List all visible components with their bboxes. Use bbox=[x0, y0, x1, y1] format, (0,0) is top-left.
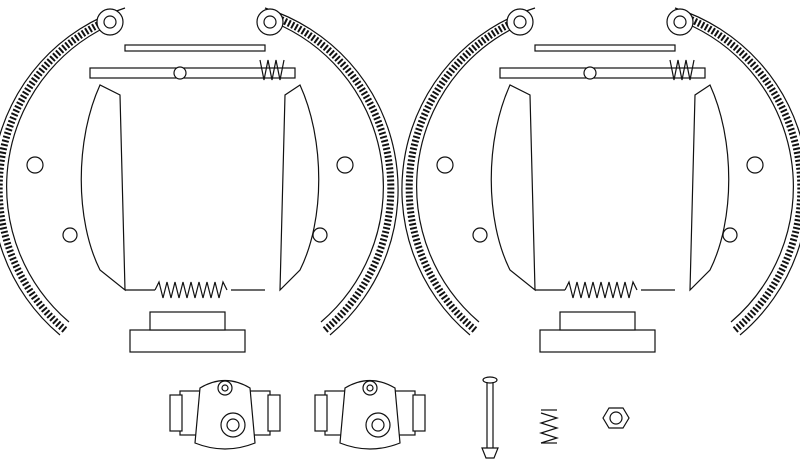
hold-down-spring bbox=[538, 409, 560, 444]
left-brake-shoe-assembly bbox=[0, 8, 398, 352]
wheel-cylinder-right bbox=[314, 379, 426, 450]
wheel-cylinder-left bbox=[169, 379, 281, 450]
adjuster-nut bbox=[602, 407, 630, 429]
hold-down-pin bbox=[481, 376, 499, 459]
right-brake-shoe-assembly bbox=[402, 8, 800, 352]
